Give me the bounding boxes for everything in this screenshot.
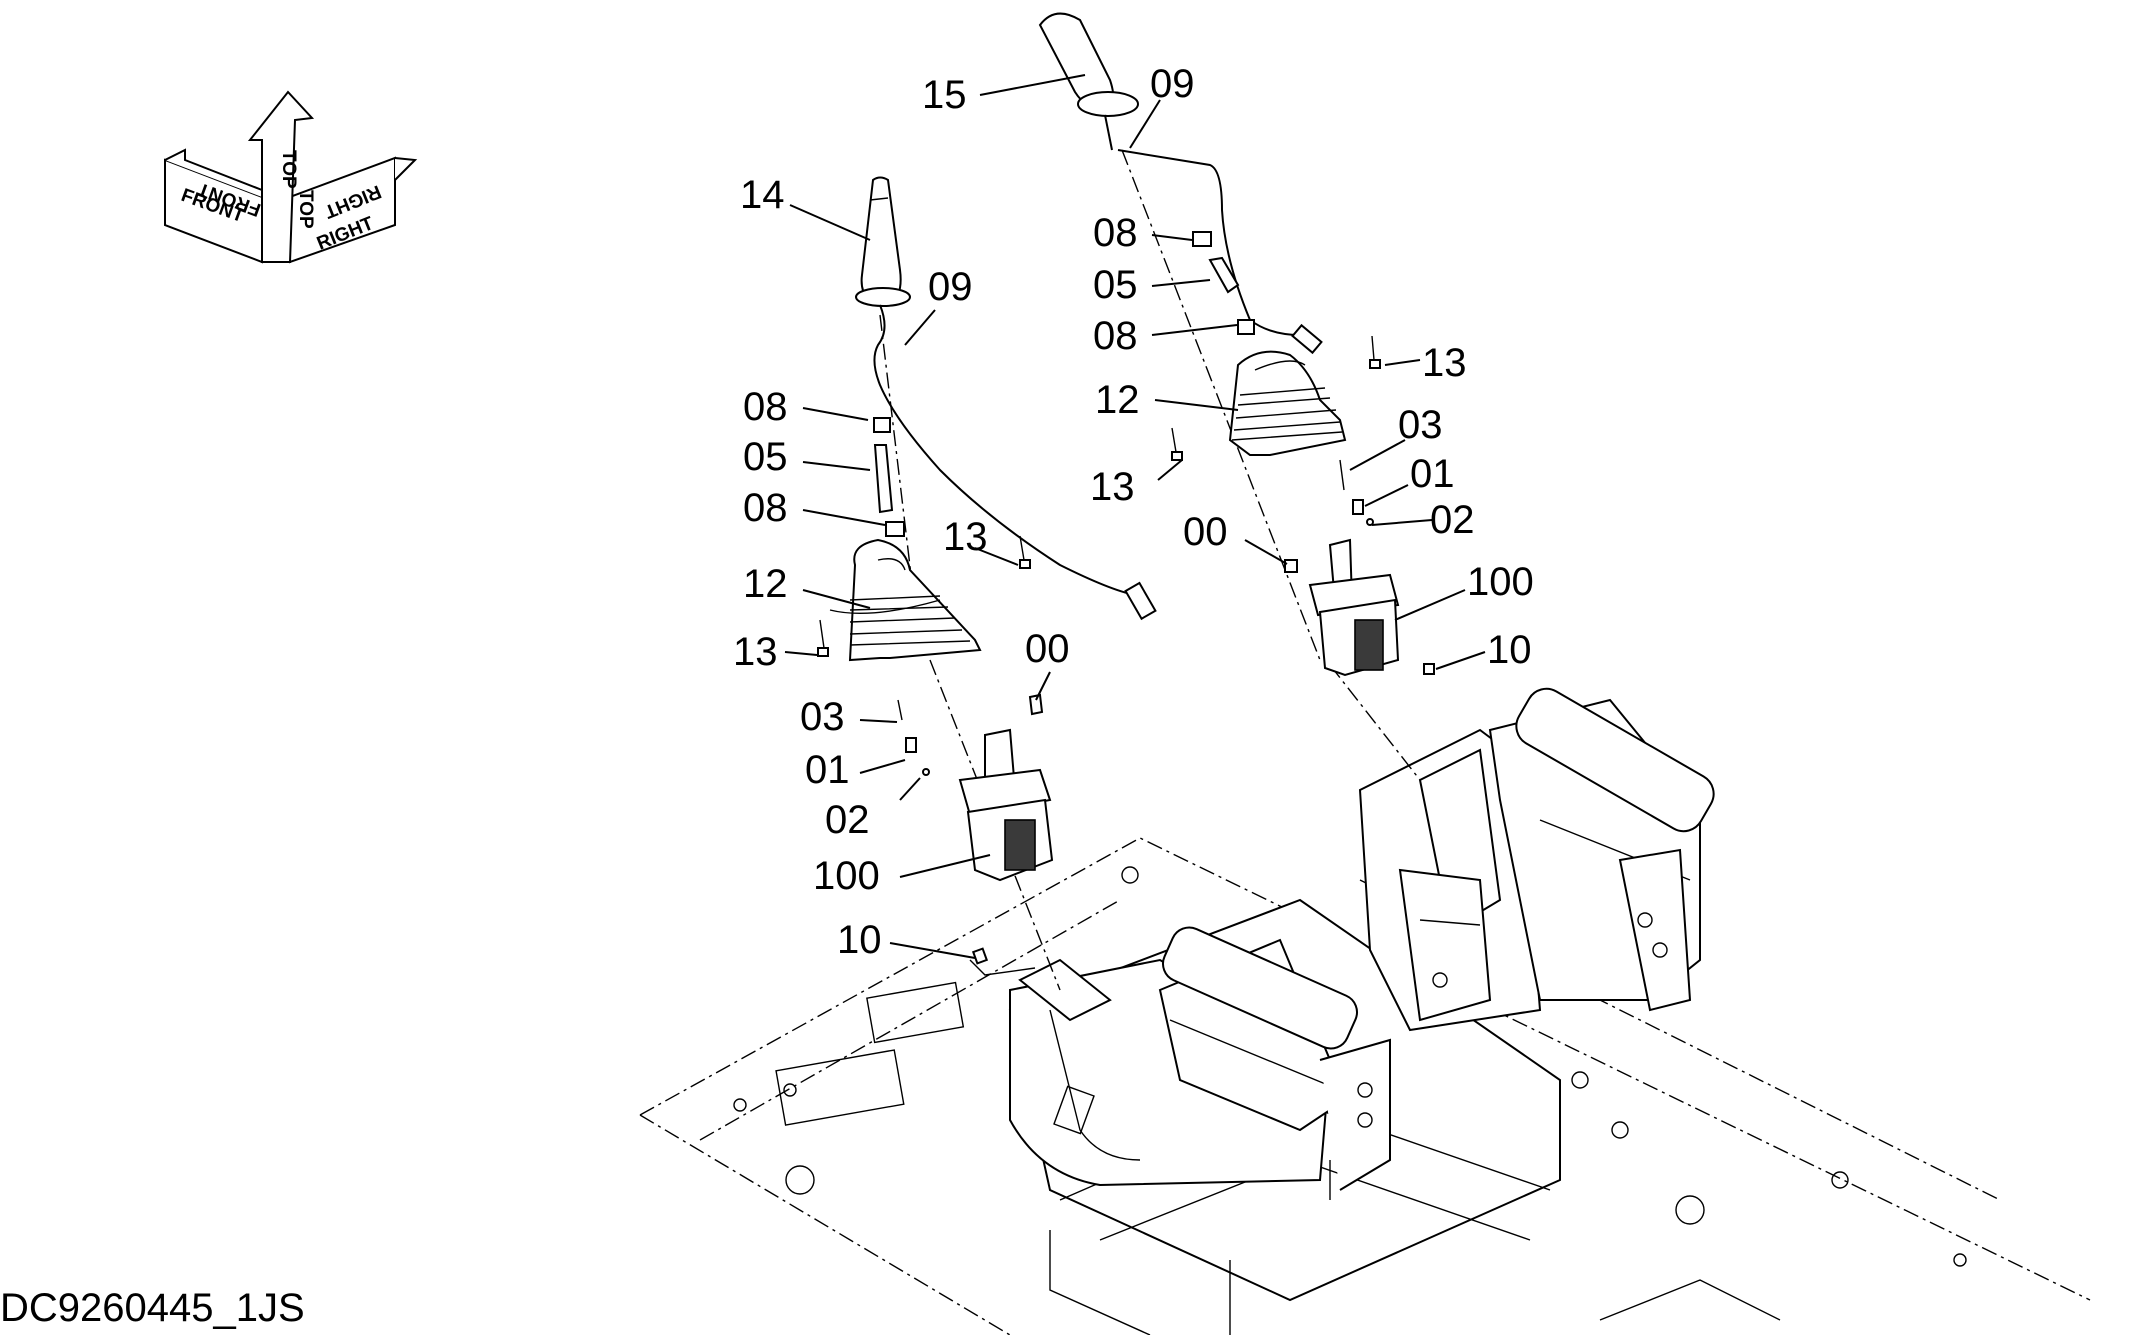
callout-right-cable-clip: 09 — [1150, 62, 1195, 106]
callout-right-screw-right: 13 — [1422, 341, 1467, 385]
callout-right-valve: 100 — [1467, 560, 1534, 604]
callout-left-pin: 03 — [800, 695, 845, 739]
callout-right-nut-upper: 08 — [1093, 211, 1138, 255]
callout-left-nut-upper: 08 — [743, 385, 788, 429]
callout-right-nut-lower: 08 — [1093, 314, 1138, 358]
callout-left-cable-clip: 09 — [928, 265, 973, 309]
leader-lines — [784, 74, 1486, 959]
right-lever-assembly — [1038, 12, 1435, 781]
right-console — [1358, 687, 1715, 1032]
orientation-indicator: FRONT FRONT RIGHT RIGHT TOP TOP — [164, 90, 418, 264]
callout-right-bolt-a: 00 — [1183, 510, 1228, 554]
callout-right-lever: 15 — [922, 73, 967, 117]
callout-left-fastener: 10 — [837, 918, 882, 962]
callout-left-washer: 02 — [825, 798, 870, 842]
callout-left-screw-right: 13 — [943, 515, 988, 559]
left-console — [1008, 898, 1561, 1335]
callout-right-fastener: 10 — [1487, 628, 1532, 672]
drawing-code: DC9260445_1JS — [0, 1286, 305, 1330]
callout-left-nut-lower: 08 — [743, 486, 788, 530]
callout-left-bolt-a: 00 — [1025, 627, 1070, 671]
callout-left-boot: 12 — [743, 562, 788, 606]
callout-left-screw-left: 13 — [733, 630, 778, 674]
callout-right-sleeve: 05 — [1093, 263, 1138, 307]
callout-right-pin: 03 — [1398, 403, 1443, 447]
callout-left-bolt-b: 01 — [805, 748, 850, 792]
callout-right-boot: 12 — [1095, 378, 1140, 422]
callout-left-valve: 100 — [813, 854, 880, 898]
orientation-top-label: TOP — [278, 150, 299, 189]
callout-right-washer: 02 — [1430, 498, 1475, 542]
callout-left-lever: 14 — [740, 173, 785, 217]
callouts: 14 09 08 05 08 13 12 13 00 03 01 02 100 … — [733, 62, 1534, 962]
orientation-top-mirror-label: TOP — [295, 190, 316, 229]
callout-left-sleeve: 05 — [743, 435, 788, 479]
callout-right-bolt-b: 01 — [1410, 452, 1455, 496]
callout-right-screw-left: 13 — [1090, 465, 1135, 509]
left-lever-assembly — [817, 176, 1157, 991]
